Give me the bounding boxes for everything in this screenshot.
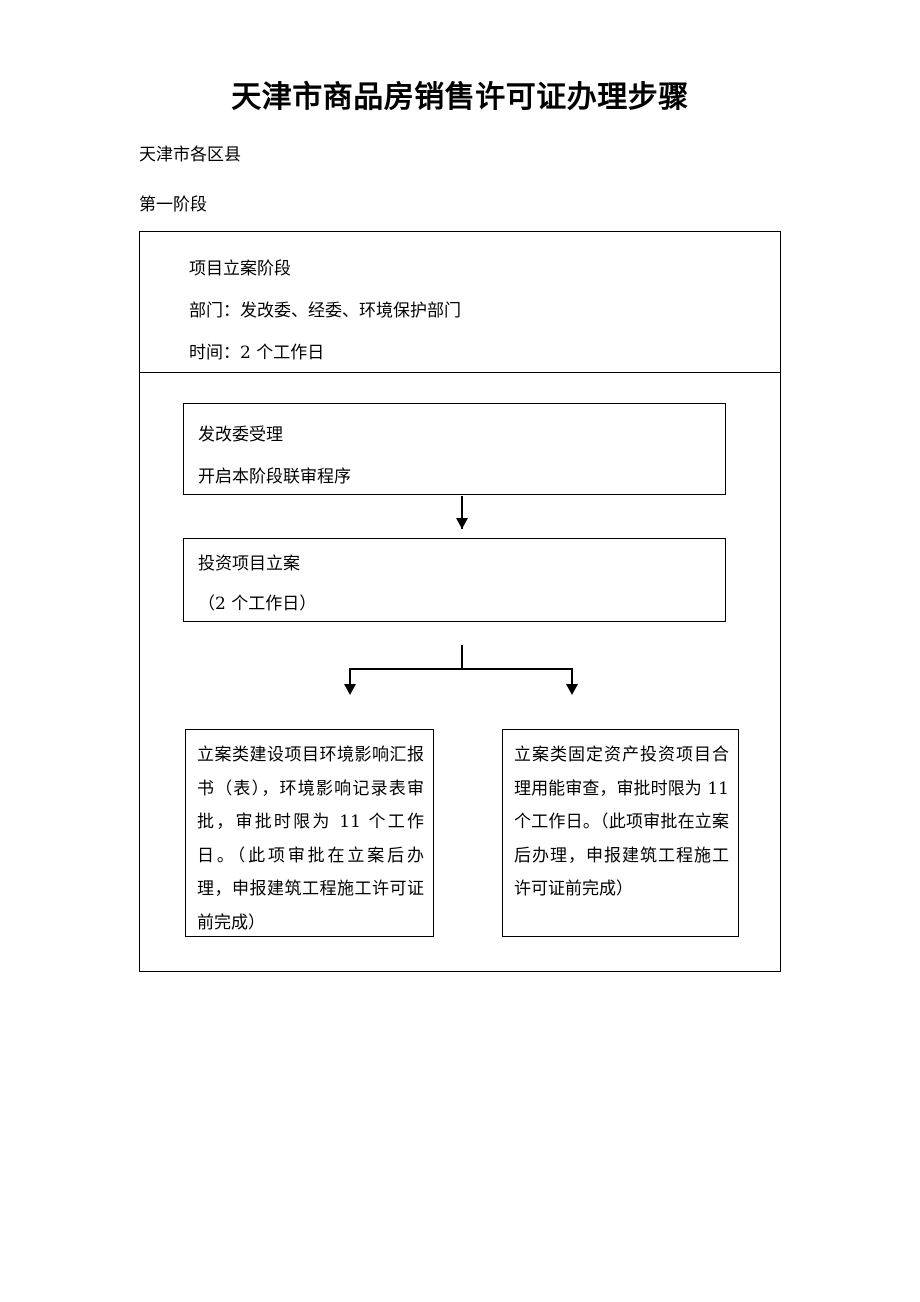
filing-line-2: （2 个工作日） — [198, 594, 317, 614]
arrow-head-down-right-icon — [566, 684, 578, 695]
filing-line-1: 投资项目立案 — [198, 554, 300, 574]
acceptance-line-2: 开启本阶段联审程序 — [198, 467, 351, 487]
energy-review-text: 立案类固定资产投资项目合理用能审查，审批时限为 11 个工作日。（此项审批在立案… — [514, 745, 729, 899]
flowchart-container: 项目立案阶段 部门：发改委、经委、环境保护部门 时间：2 个工作日 发改委受理 … — [139, 231, 781, 972]
arrow-head-down-icon — [456, 518, 468, 529]
process-box-energy-review: 立案类固定资产投资项目合理用能审查，审批时限为 11 个工作日。（此项审批在立案… — [502, 729, 739, 937]
flowchart-header-section: 项目立案阶段 部门：发改委、经委、环境保护部门 时间：2 个工作日 — [140, 232, 780, 373]
connector-fork-left-stem — [349, 668, 351, 687]
process-box-environmental-review: 立案类建设项目环境影响汇报书（表），环境影响记录表审批，审批时限为 11 个工作… — [185, 729, 434, 937]
header-line-duration: 时间：2 个工作日 — [189, 343, 325, 363]
process-box-project-filing: 投资项目立案 （2 个工作日） — [183, 538, 726, 622]
connector-acceptance-to-filing-stem — [461, 496, 463, 529]
connector-fork-bar — [349, 668, 573, 670]
environmental-review-text: 立案类建设项目环境影响汇报书（表），环境影响记录表审批，审批时限为 11 个工作… — [197, 745, 424, 933]
header-line-stage-name: 项目立案阶段 — [189, 259, 291, 279]
process-box-acceptance: 发改委受理 开启本阶段联审程序 — [183, 403, 726, 495]
acceptance-line-1: 发改委受理 — [198, 425, 283, 445]
stage-label: 第一阶段 — [139, 195, 207, 215]
connector-fork-right-stem — [571, 668, 573, 687]
connector-fork-stem — [461, 645, 463, 669]
header-line-departments: 部门：发改委、经委、环境保护部门 — [189, 301, 461, 321]
arrow-head-down-left-icon — [344, 684, 356, 695]
document-subtitle: 天津市各区县 — [139, 145, 241, 165]
page-title: 天津市商品房销售许可证办理步骤 — [231, 80, 689, 115]
